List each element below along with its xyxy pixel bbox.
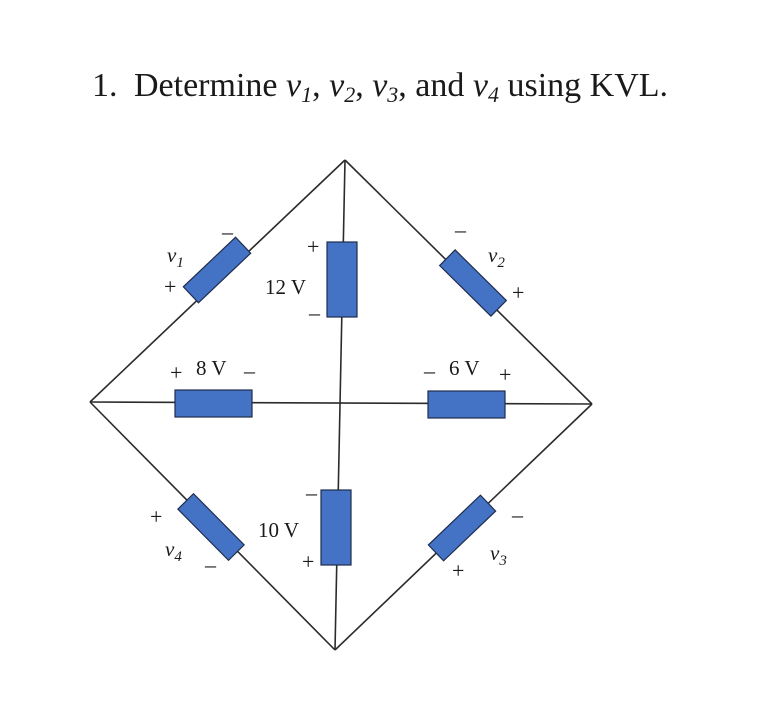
sign-v3-minus: – xyxy=(511,502,524,527)
label-v2: v2 xyxy=(488,243,505,271)
resistor-v3 xyxy=(427,494,497,562)
sign-v1-minus: – xyxy=(221,219,234,244)
sign-8v-minus: – xyxy=(243,358,256,383)
sign-6v-plus: + xyxy=(499,362,511,387)
title-sep2: , xyxy=(355,67,372,104)
title-v3-sub: 3 xyxy=(386,82,398,107)
label-group-10v: 10 V + – xyxy=(258,480,318,574)
label-v4: v4 xyxy=(165,537,182,565)
question-prefix: Determine xyxy=(134,67,286,104)
label-group-6v: 6 V – + xyxy=(423,356,511,387)
wire-vertical xyxy=(334,159,346,651)
resistor-v4 xyxy=(177,492,245,562)
sign-v1-plus: + xyxy=(164,274,176,299)
wire-horizontal xyxy=(89,401,593,405)
resistor-v2 xyxy=(438,249,508,317)
sign-8v-plus: + xyxy=(170,360,182,385)
label-group-v2: v2 + – xyxy=(454,217,524,305)
question-number: 1. xyxy=(92,67,118,104)
title-suffix: using KVL. xyxy=(499,67,668,104)
label-group-12v: 12 V + – xyxy=(265,234,321,325)
sign-v3-plus: + xyxy=(452,558,464,583)
title-v4: v xyxy=(473,67,489,104)
resistor-6v xyxy=(427,390,506,419)
resistor-10v xyxy=(320,489,352,566)
resistor-v1 xyxy=(182,236,252,304)
title-sep3: , and xyxy=(398,67,473,104)
label-8v: 8 V xyxy=(196,356,227,380)
sign-v2-minus: – xyxy=(454,217,467,242)
label-group-v1: v1 + – xyxy=(164,219,234,299)
title-v3: v xyxy=(372,67,388,104)
circuit-resistors xyxy=(174,236,508,566)
sign-12v-plus: + xyxy=(307,234,319,259)
title-sep1: , xyxy=(312,67,329,104)
title-v1: v xyxy=(286,67,302,104)
sign-10v-minus: – xyxy=(305,480,318,505)
sign-v4-plus: + xyxy=(150,504,162,529)
label-10v: 10 V xyxy=(258,518,299,542)
resistor-12v xyxy=(326,241,358,318)
sign-12v-minus: – xyxy=(308,300,321,325)
sign-v2-plus: + xyxy=(512,280,524,305)
title-v2-sub: 2 xyxy=(344,82,355,107)
question-title: 1. Determine v1, v2, v3, and v4 using KV… xyxy=(92,67,668,107)
sign-6v-minus: – xyxy=(423,358,436,383)
title-v4-sub: 4 xyxy=(488,82,499,107)
title-v2: v xyxy=(329,67,345,104)
sign-v4-minus: – xyxy=(204,552,217,577)
label-v3: v3 xyxy=(490,541,507,569)
sign-10v-plus: + xyxy=(302,549,314,574)
label-v1: v1 xyxy=(167,243,184,271)
label-group-8v: 8 V + – xyxy=(170,356,256,385)
label-group-v4: v4 + – xyxy=(150,504,217,577)
circuit-wires xyxy=(89,159,593,651)
label-group-v3: v3 + – xyxy=(452,502,524,583)
label-6v: 6 V xyxy=(449,356,480,380)
title-v1-sub: 1 xyxy=(301,82,312,107)
resistor-8v xyxy=(174,389,253,418)
label-12v: 12 V xyxy=(265,275,306,299)
